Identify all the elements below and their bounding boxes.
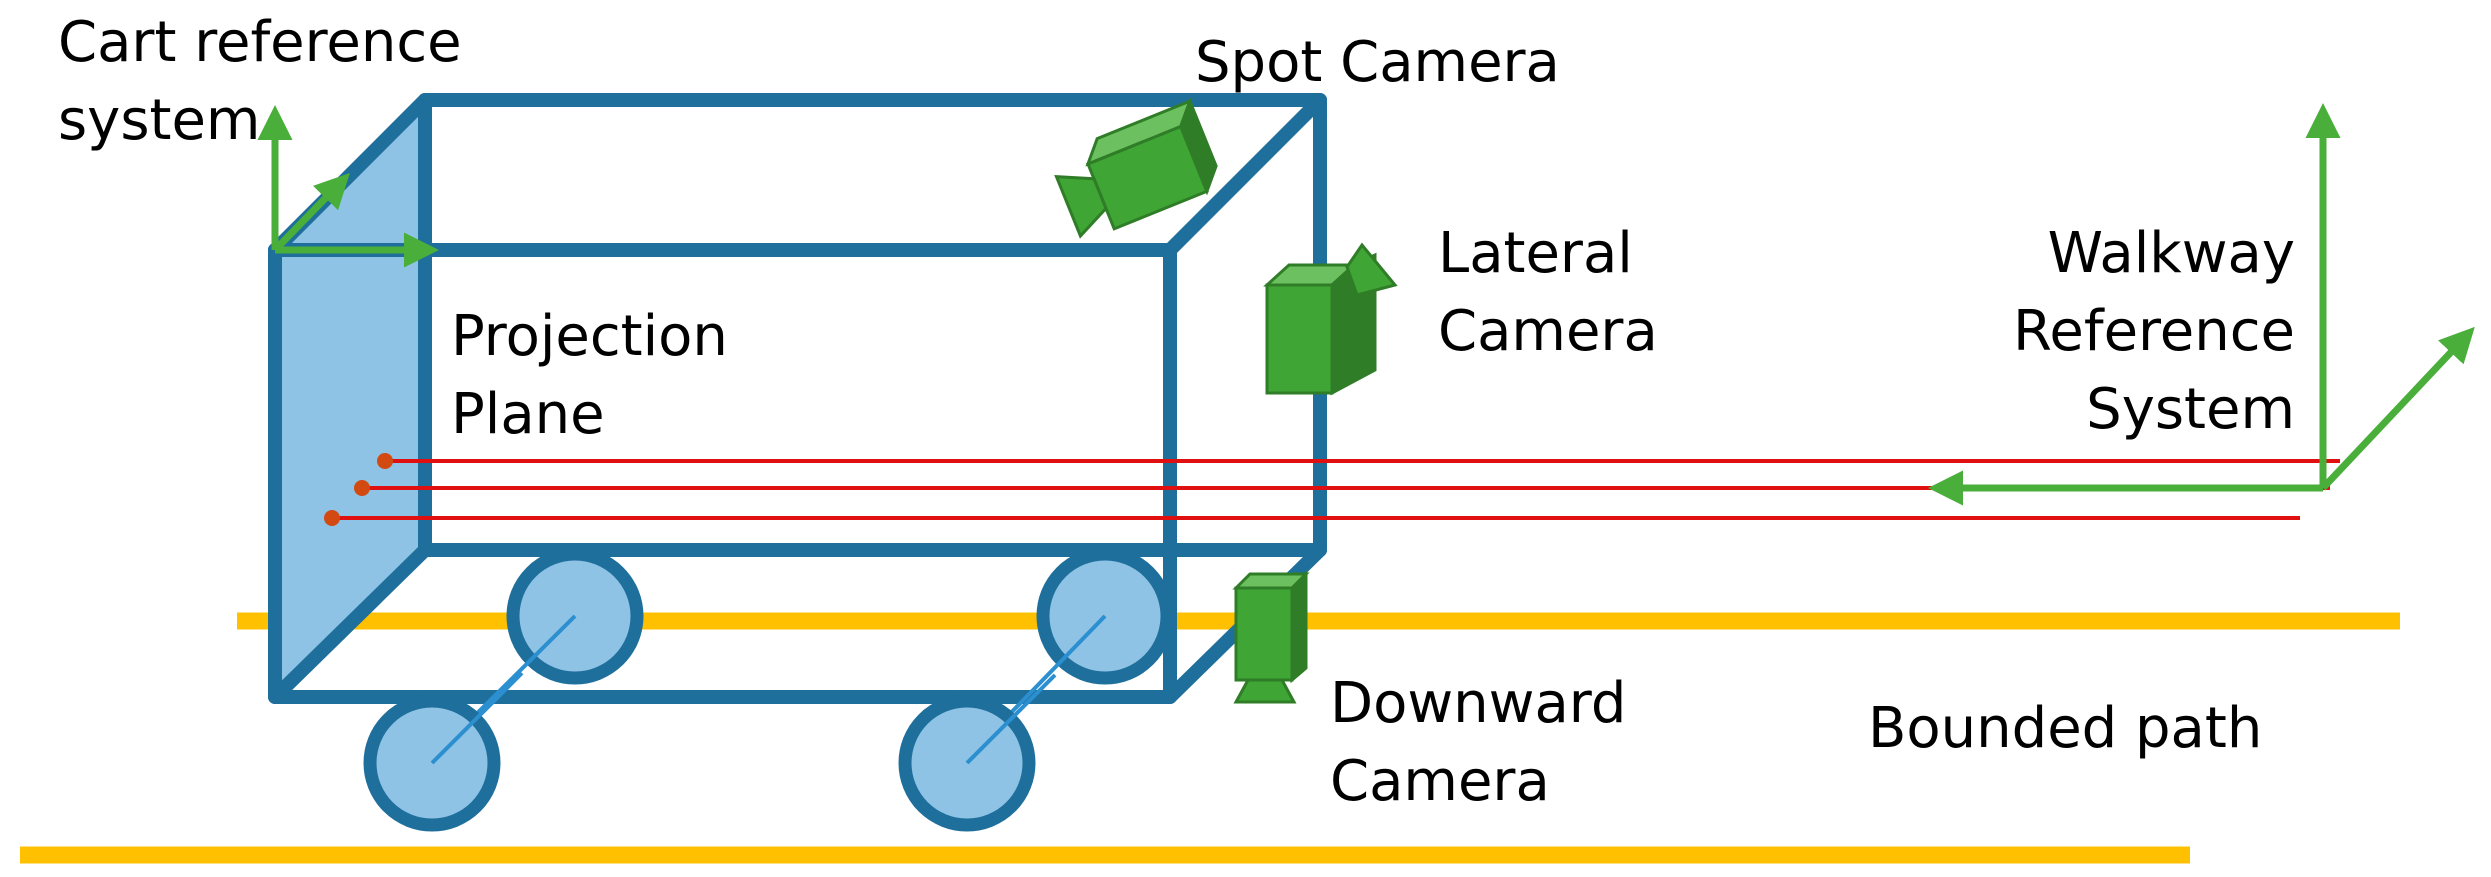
projection-plane — [268, 93, 432, 704]
lateral-camera-line-1: Lateral — [1438, 221, 1633, 286]
downward-camera-line-1: Downward — [1330, 671, 1627, 736]
laser-dot-3 — [324, 510, 340, 526]
walkway-axis-depth-arrow — [2320, 326, 2475, 491]
cart-reference-line-2: system — [58, 88, 261, 153]
spot-camera-icon — [1054, 96, 1218, 239]
downward-camera-icon — [1232, 570, 1310, 704]
walkway-reference-axes — [1928, 103, 2475, 506]
cart-edge-top-right — [1163, 93, 1327, 257]
walkway-reference-system-label: Walkway Reference System — [1960, 215, 2295, 449]
projection-plane-line-2: Plane — [451, 382, 605, 447]
front-wheels — [363, 671, 1057, 832]
lateral-camera-lens — [1345, 242, 1398, 297]
spot-camera-lens — [1054, 175, 1108, 239]
downward-camera-side — [1290, 570, 1308, 684]
bounded-path-text: Bounded path — [1868, 696, 2263, 761]
walkway-reference-line-3: System — [2086, 377, 2295, 442]
spot-camera-label: Spot Camera — [1195, 24, 1560, 102]
lateral-camera-body — [1265, 283, 1334, 395]
walkway-reference-line-1: Walkway — [2047, 221, 2295, 286]
bounded-path-label: Bounded path — [1868, 690, 2262, 768]
downward-camera-body — [1234, 586, 1294, 682]
laser-dot-1 — [377, 453, 393, 469]
lateral-camera-icon — [1263, 242, 1398, 396]
axle-front-left — [430, 671, 524, 765]
lateral-camera-line-2: Camera — [1438, 299, 1658, 364]
cart-reference-system-label: Cart reference system — [58, 4, 462, 160]
cart-axis-depth-arrow — [272, 172, 350, 253]
downward-camera-line-2: Camera — [1330, 749, 1550, 814]
cart-reference-line-1: Cart reference — [58, 10, 462, 75]
spot-camera-side — [1179, 96, 1218, 196]
walkway-reference-line-2: Reference — [2013, 299, 2295, 364]
laser-dot-2 — [354, 480, 370, 496]
spot-camera-text: Spot Camera — [1195, 30, 1560, 95]
lateral-camera-label: Lateral Camera — [1438, 215, 1658, 371]
downward-camera-lens — [1233, 678, 1297, 704]
axle-front-right — [965, 673, 1057, 765]
downward-camera-label: Downward Camera — [1330, 665, 1626, 821]
cart-reference-axes — [257, 105, 439, 268]
projection-plane-label: Projection Plane — [451, 298, 728, 454]
projection-plane-line-1: Projection — [451, 304, 728, 369]
